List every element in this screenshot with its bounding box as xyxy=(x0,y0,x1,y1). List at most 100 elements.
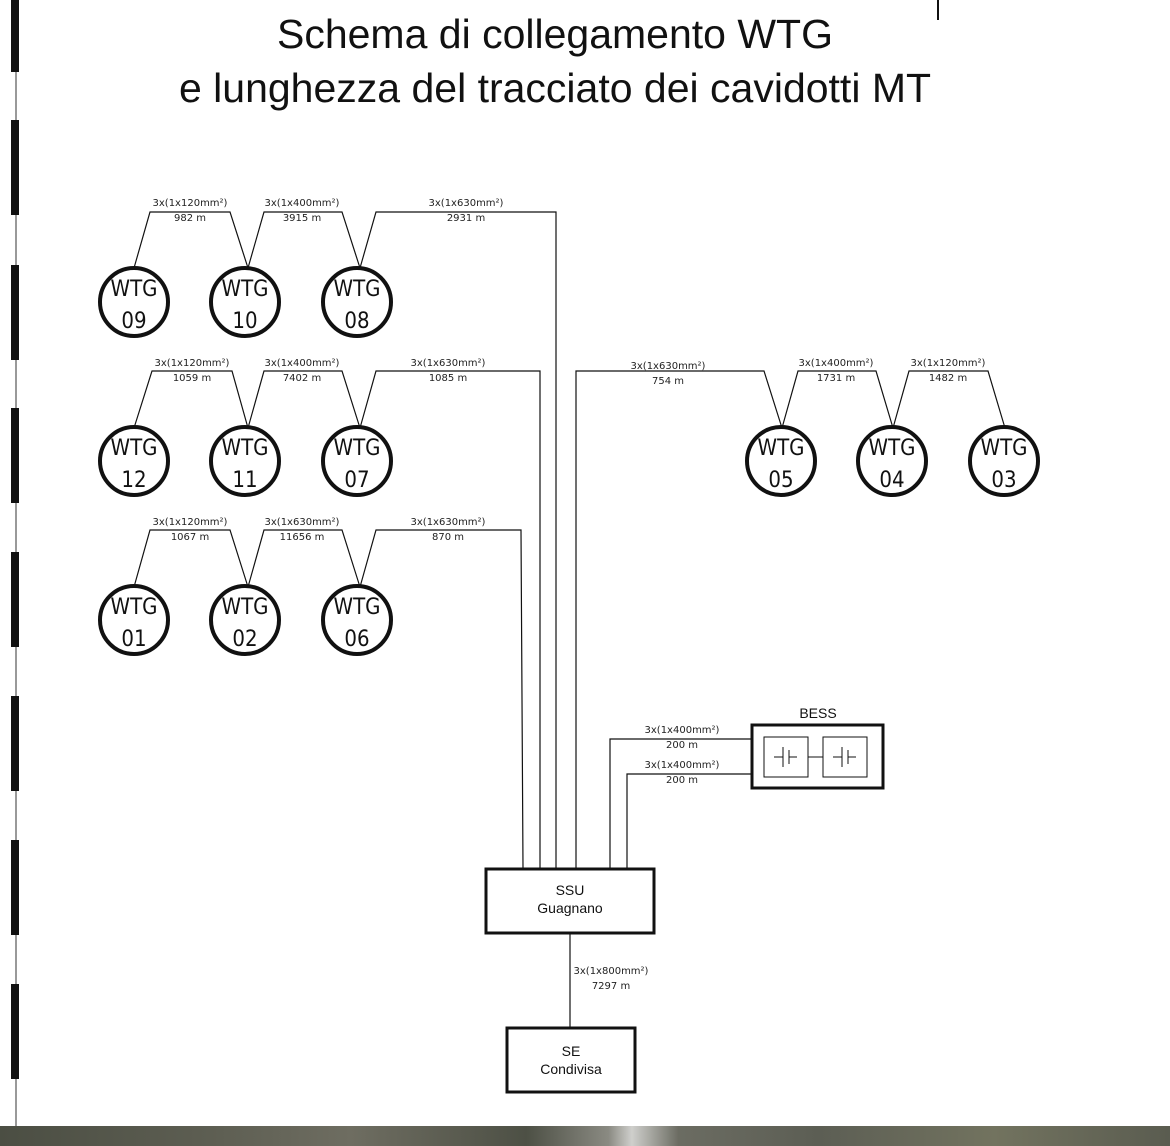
cable-02-06 xyxy=(247,529,361,588)
turbine-number: 02 xyxy=(232,627,257,652)
cable-section: 3x(1x630mm²) xyxy=(411,517,486,528)
cable-section: 3x(1x400mm²) xyxy=(645,725,720,736)
se-label-line2: Condivisa xyxy=(540,1061,602,1077)
turbine-prefix: WTG xyxy=(222,277,269,302)
battery-icon xyxy=(833,747,856,767)
cable-length: 7297 m xyxy=(592,981,630,992)
turbine-wtg-01: WTG 01 xyxy=(98,584,170,656)
cable-length: 754 m xyxy=(652,376,684,387)
turbine-wtg-12: WTG 12 xyxy=(98,425,170,497)
cable-label: 3x(1x400mm²) 200 m xyxy=(645,725,720,751)
cable-length: 3915 m xyxy=(283,213,321,224)
cable-length: 7402 m xyxy=(283,373,321,384)
cable-label: 3x(1x630mm²)870 m xyxy=(411,517,486,543)
cable-length: 11656 m xyxy=(280,532,325,543)
cable-07-ssu xyxy=(359,370,541,868)
bess-label: BESS xyxy=(799,705,836,721)
turbine-prefix: WTG xyxy=(111,436,158,461)
turbine-number: 11 xyxy=(232,468,257,493)
cable-length: 2931 m xyxy=(447,213,485,224)
cable-label: 3x(1x630mm²) 754 m xyxy=(631,361,706,387)
turbine-prefix: WTG xyxy=(111,277,158,302)
cable-09-10 xyxy=(133,211,249,269)
cable-06-ssu xyxy=(359,529,524,869)
cable-section: 3x(1x630mm²) xyxy=(631,361,706,372)
cable-section: 3x(1x120mm²) xyxy=(911,358,986,369)
turbine-number: 05 xyxy=(768,468,793,493)
turbine-number: 01 xyxy=(121,627,146,652)
se-label-line1: SE xyxy=(562,1043,581,1059)
cable-01-02 xyxy=(133,529,249,588)
cable-label: 3x(1x400mm²) 1731 m xyxy=(799,358,874,384)
cable-length: 1067 m xyxy=(171,532,209,543)
cable-12-11 xyxy=(133,370,249,429)
cable-section: 3x(1x400mm²) xyxy=(799,358,874,369)
turbine-number: 07 xyxy=(344,468,369,493)
turbine-wtg-11: WTG 11 xyxy=(209,425,281,497)
turbine-wtg-02: WTG 02 xyxy=(209,584,281,656)
cable-label: 3x(1x630mm²) 11656 m xyxy=(265,517,340,543)
turbine-prefix: WTG xyxy=(981,436,1028,461)
turbine-number: 04 xyxy=(879,468,904,493)
cable-label: 3x(1x400mm²) 200 m xyxy=(645,760,720,786)
turbine-number: 10 xyxy=(232,309,257,334)
turbine-wtg-04: WTG 04 xyxy=(856,425,928,497)
turbine-prefix: WTG xyxy=(222,595,269,620)
cable-bess-2 xyxy=(626,773,752,868)
cable-label: 3x(1x120mm²) 1067 m xyxy=(153,517,228,543)
cable-length: 200 m xyxy=(666,740,698,751)
turbine-wtg-07: WTG 07 xyxy=(321,425,393,497)
cable-length: 1731 m xyxy=(817,373,855,384)
cable-section: 3x(1x400mm²) xyxy=(645,760,720,771)
turbine-prefix: WTG xyxy=(334,436,381,461)
cable-label: 3x(1x120mm²) 982 m xyxy=(153,198,228,224)
cable-section: 3x(1x630mm²) xyxy=(265,517,340,528)
ssu-box: SSU Guagnano xyxy=(484,867,656,935)
cable-section: 3x(1x800mm²) xyxy=(574,966,649,977)
battery-icon xyxy=(774,747,797,767)
cable-11-07 xyxy=(247,370,361,429)
turbine-prefix: WTG xyxy=(222,436,269,461)
cable-bess-1 xyxy=(609,738,752,868)
ssu-label-line2: Guagnano xyxy=(537,900,603,916)
cable-label: 3x(1x120mm²) 1059 m xyxy=(155,358,230,384)
turbine-prefix: WTG xyxy=(334,595,381,620)
turbine-number: 12 xyxy=(121,468,146,493)
cable-length: 1059 m xyxy=(173,373,211,384)
aerial-photo-strip xyxy=(0,1126,1170,1146)
cable-05-04 xyxy=(781,370,894,429)
turbine-wtg-03: WTG 03 xyxy=(968,425,1040,497)
bess-box: BESS xyxy=(750,705,885,790)
cable-labels: 3x(1x120mm²) 982 m 3x(1x400mm²) 3915 m 3x(1x… xyxy=(153,198,986,992)
turbine-number: 03 xyxy=(991,468,1016,493)
cable-section: 3x(1x400mm²) xyxy=(265,358,340,369)
left-border xyxy=(11,0,939,1126)
turbine-wtg-05: WTG 05 xyxy=(745,425,817,497)
turbine-wtg-10: WTG 10 xyxy=(209,266,281,338)
turbine-prefix: WTG xyxy=(111,595,158,620)
cable-label: 3x(1x400mm²) 7402 m xyxy=(265,358,340,384)
cable-length: 200 m xyxy=(666,775,698,786)
diagram-title-line2: e lunghezza del tracciato dei cavidotti … xyxy=(178,65,932,111)
turbine-prefix: WTG xyxy=(869,436,916,461)
cable-section: 3x(1x120mm²) xyxy=(155,358,230,369)
cable-length: 1482 m xyxy=(929,373,967,384)
ssu-label-line1: SSU xyxy=(556,882,585,898)
cable-label: 3x(1x630mm²) 2931 m xyxy=(429,198,504,224)
turbine-prefix: WTG xyxy=(758,436,805,461)
cable-label: 3x(1x120mm²) 1482 m xyxy=(911,358,986,384)
cable-04-03 xyxy=(892,370,1006,429)
cable-section: 3x(1x120mm²) xyxy=(153,198,228,209)
cable-10-08 xyxy=(247,211,361,269)
cable-length: 982 m xyxy=(174,213,206,224)
cable-08-ssu xyxy=(359,211,557,868)
cable-section: 3x(1x120mm²) xyxy=(153,517,228,528)
cable-05-ssu xyxy=(575,370,783,868)
cable-section: 3x(1x630mm²) xyxy=(429,198,504,209)
se-box: SE Condivisa xyxy=(505,1026,637,1094)
cable-section: 3x(1x630mm²) xyxy=(411,358,486,369)
